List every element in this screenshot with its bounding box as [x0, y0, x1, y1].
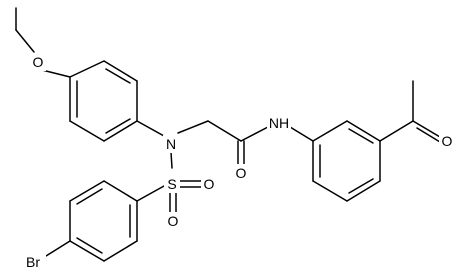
atom-sulfonyl-oxygen-bottom: O	[165, 212, 181, 230]
svg-text:Br: Br	[26, 254, 40, 270]
amine-bonds	[136, 120, 209, 169]
bromophenyl-ring	[45, 180, 165, 262]
sulfonyl-bonds	[169, 180, 203, 213]
acetyl-group	[379, 80, 441, 143]
svg-text:O: O	[236, 165, 247, 181]
atom-ethoxy-oxygen: O	[30, 53, 46, 71]
atom-sulfonyl-sulfur: S	[164, 175, 180, 193]
svg-text:O: O	[442, 133, 453, 149]
svg-text:S: S	[167, 176, 176, 192]
svg-text:NH: NH	[269, 115, 289, 131]
svg-text:N: N	[166, 136, 176, 152]
svg-text:O: O	[168, 213, 179, 229]
atom-bromine: Br	[20, 254, 46, 270]
svg-text:O: O	[33, 54, 44, 70]
acetylphenyl-ring	[289, 120, 381, 202]
atom-acetyl-oxygen: O	[439, 132, 455, 150]
atom-amide-oxygen: O	[233, 164, 249, 182]
svg-text:O: O	[204, 176, 215, 192]
atom-amide-nh: NH	[267, 114, 291, 132]
atom-amine-nitrogen: N	[163, 135, 179, 153]
ethoxyphenyl-ring	[69, 60, 138, 142]
acetamide-bonds	[207, 120, 269, 165]
atom-sulfonyl-oxygen-right: O	[201, 175, 217, 193]
ethoxy-group	[15, 7, 71, 78]
